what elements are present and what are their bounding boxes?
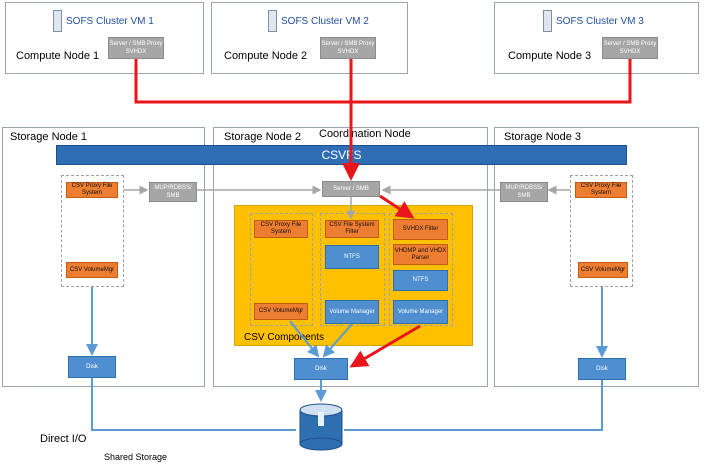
csv-proxy-fs-2: CSV Proxy File System (254, 220, 308, 238)
proxy-svhdx-box-1: Server / SMB Proxy SVHDX (108, 37, 164, 59)
server-icon (543, 10, 552, 32)
csv-volumemgr-2: CSV VolumeMgr (254, 303, 308, 320)
vm-label-1: SOFS Cluster VM 1 (66, 16, 154, 27)
mup-rdbss-smb-3: MUP/RDBSS/ SMB (500, 182, 548, 202)
red-path-3 (351, 59, 632, 104)
csv-components-label: CSV Components (244, 332, 325, 343)
volume-manager-col-3: Volume Manager (393, 300, 448, 324)
server-smb-box: Server / SMB (322, 181, 380, 197)
volume-manager-col-2: Volume Manager (325, 300, 379, 324)
csv-proxy-fs-1: CSV Proxy File System (66, 182, 118, 198)
ntfs-col-3: NTFS (393, 270, 448, 291)
csv-components-col-1 (250, 213, 313, 326)
vhdmp-vhdx-parser: VHDMP and VHDX Parser (393, 244, 448, 265)
compute-node-3-panel (494, 2, 699, 74)
mup-rdbss-smb-1: MUP/RDBSS/ SMB (149, 182, 197, 202)
csv-volumemgr-1: CSV VolumeMgr (66, 262, 118, 278)
proxy-svhdx-box-2: Server / SMB Proxy SVHDX (320, 37, 376, 59)
svhdx-filter: SVHDX Filter (393, 219, 448, 240)
csv-proxy-fs-3: CSV Proxy File System (575, 182, 627, 198)
red-path-1 (134, 59, 351, 104)
shared-storage-label: Shared Storage (104, 452, 168, 462)
direct-io-label: Direct I/O (40, 433, 87, 445)
compute-node-1-panel (5, 2, 204, 74)
disk-2: Disk (294, 358, 348, 380)
storage-node-1-label: Storage Node 1 (10, 131, 88, 143)
compute-node-3-label: Compute Node 3 (508, 50, 592, 62)
server-icon (268, 10, 277, 32)
ntfs-col-2: NTFS (325, 245, 379, 269)
red-arrow-svhdx (379, 194, 415, 219)
proxy-svhdx-box-3: Server / SMB Proxy SVHDX (602, 37, 658, 59)
server-icon (53, 10, 62, 32)
storage-node-3-panel (494, 127, 699, 387)
red-arrow-disk (349, 324, 421, 368)
storage-node-2-label: Storage Node 2 (224, 131, 302, 143)
disk-3: Disk (578, 358, 626, 380)
storage-node-1-stack (61, 175, 124, 287)
storage-node-3-stack (570, 175, 633, 287)
vm-label-3: SOFS Cluster VM 3 (556, 16, 644, 27)
compute-node-2-label: Compute Node 2 (224, 50, 308, 62)
vm-label-2: SOFS Cluster VM 2 (281, 16, 369, 27)
compute-node-1-label: Compute Node 1 (16, 50, 100, 62)
csv-volumemgr-3: CSV VolumeMgr (578, 262, 628, 278)
disk-1: Disk (68, 356, 116, 378)
csv-components-col-3 (389, 213, 453, 326)
storage-node-1-panel (2, 127, 205, 387)
coordination-node-label: Coordination Node (319, 128, 411, 140)
shared-storage-icon (299, 403, 343, 451)
storage-node-3-label: Storage Node 3 (504, 131, 582, 143)
csv-fs-filter: CSV File System Filter (325, 220, 379, 238)
